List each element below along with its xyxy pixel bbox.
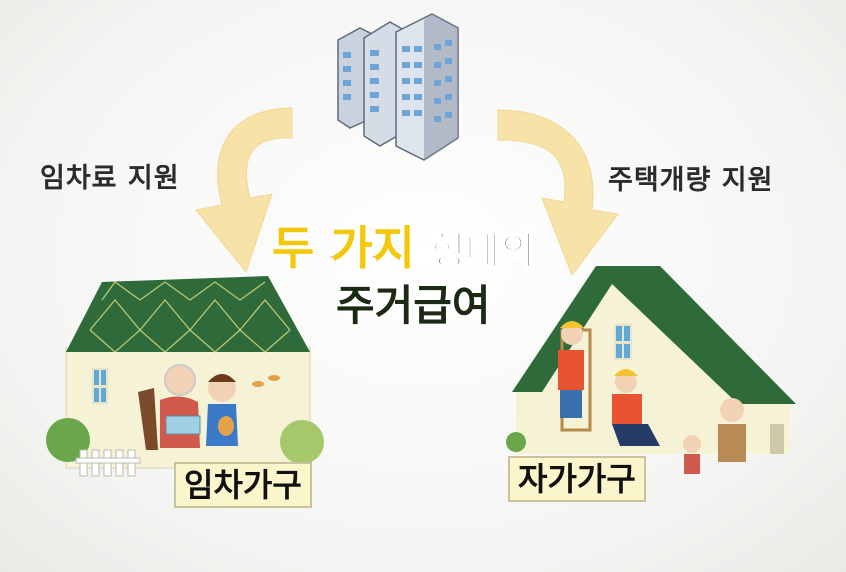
title-rest: 형태의 [430,228,536,274]
left-support-label: 임차료 지원 [40,163,180,194]
owned-household-caption: 자가가구 [508,456,646,502]
right-curved-arrow-icon [497,109,619,277]
title-emphasis: 두 가지 [271,220,416,276]
right-support-label: 주택개량 지원 [608,165,774,196]
rental-house-icon [46,276,324,477]
diagram-title-line2: 주거급여 [336,281,491,330]
diagram-title-line1: 두 가지 형태의 [271,212,536,278]
rental-household-caption: 임차가구 [174,462,312,508]
building-icon [337,13,459,161]
left-curved-arrow-icon [195,107,293,274]
owned-house-icon [506,266,796,474]
